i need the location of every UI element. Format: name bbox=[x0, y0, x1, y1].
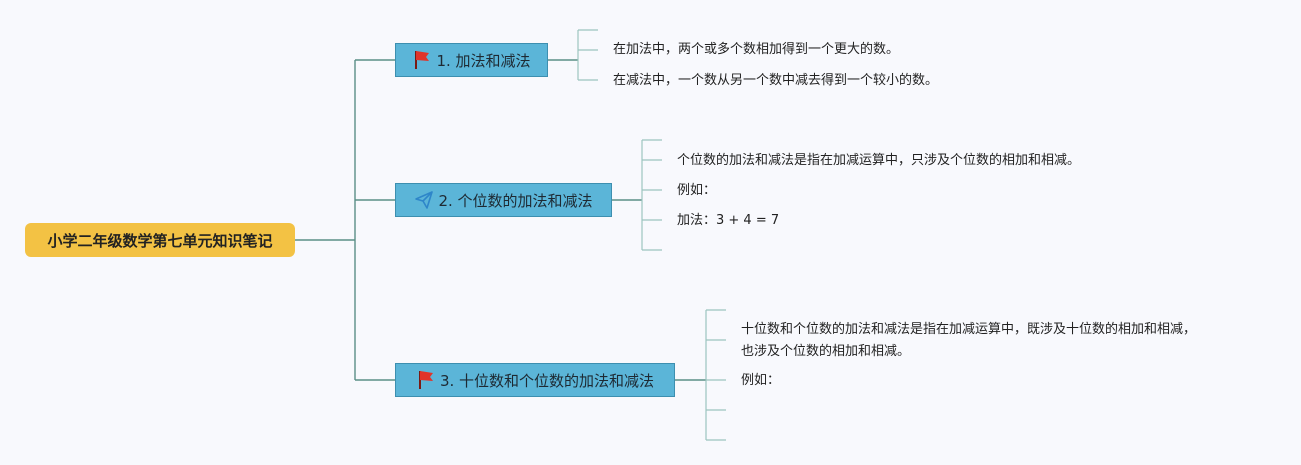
note-item: 在减法中，一个数从另一个数中减去得到一个较小的数。 bbox=[613, 73, 939, 88]
root-topic[interactable]: 小学二年级数学第七单元知识笔记 bbox=[25, 223, 295, 257]
root-topic-label: 小学二年级数学第七单元知识笔记 bbox=[47, 231, 273, 250]
note-item: 在加法中，两个或多个数相加得到一个更大的数。 bbox=[613, 42, 900, 57]
topic-tens-and-ones[interactable]: 3. 十位数和个位数的加法和减法 bbox=[395, 363, 675, 397]
topic-label: 1. 加法和减法 bbox=[436, 51, 531, 70]
note-item: 十位数和个位数的加法和减法是指在加减运算中，既涉及十位数的相加和相减， bbox=[741, 322, 1197, 337]
note-item: 例如： bbox=[677, 183, 717, 198]
note-item: 加法：3 + 4 = 7 bbox=[677, 213, 780, 228]
topic-label: 2. 个位数的加法和减法 bbox=[438, 191, 593, 210]
topic-single-digit[interactable]: 2. 个位数的加法和减法 bbox=[395, 183, 612, 217]
note-item: 个位数的加法和减法是指在加减运算中，只涉及个位数的相加和相减。 bbox=[677, 153, 1081, 168]
paper-plane-icon bbox=[414, 190, 434, 210]
note-item: 也涉及个位数的相加和相减。 bbox=[741, 344, 911, 359]
red-flag-icon bbox=[416, 370, 436, 390]
red-flag-icon bbox=[412, 50, 432, 70]
topic-label: 3. 十位数和个位数的加法和减法 bbox=[439, 371, 655, 390]
topic-addition-subtraction[interactable]: 1. 加法和减法 bbox=[395, 43, 548, 77]
note-item: 例如： bbox=[741, 373, 781, 388]
